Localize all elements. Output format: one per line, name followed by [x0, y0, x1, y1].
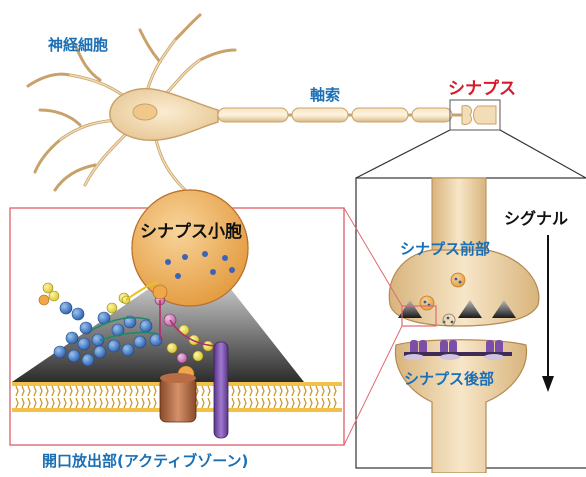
postsynaptic-label: シナプス後部: [404, 370, 495, 388]
neurotransmitters: [165, 251, 235, 279]
cell-body: [109, 88, 219, 141]
ion-channel: [159, 373, 197, 423]
receptors: [404, 340, 512, 360]
zoom-lines-active-zone: [343, 207, 403, 446]
neuron: [26, 13, 501, 192]
active-zone-detail-box: [9, 189, 345, 446]
active-zone-label: 開口放出部(アクティブゾーン): [42, 452, 249, 470]
nucleus: [132, 103, 158, 121]
transmembrane-protein: [213, 341, 229, 439]
zoom-lines-synapse: [355, 129, 586, 179]
synapse-label: シナプス: [448, 79, 516, 99]
signal-label: シグナル: [504, 209, 569, 228]
axon: [217, 107, 453, 123]
synapse-terminal: [449, 99, 501, 131]
presynaptic-label: シナプス前部: [400, 240, 491, 258]
cell-body-label: 神経細胞: [48, 36, 109, 54]
synapse-detail-box: [355, 177, 586, 474]
postsynaptic-terminal: [394, 339, 528, 474]
axon-label: 軸索: [310, 86, 341, 104]
vesicle-label: シナプス小胞: [140, 222, 242, 242]
